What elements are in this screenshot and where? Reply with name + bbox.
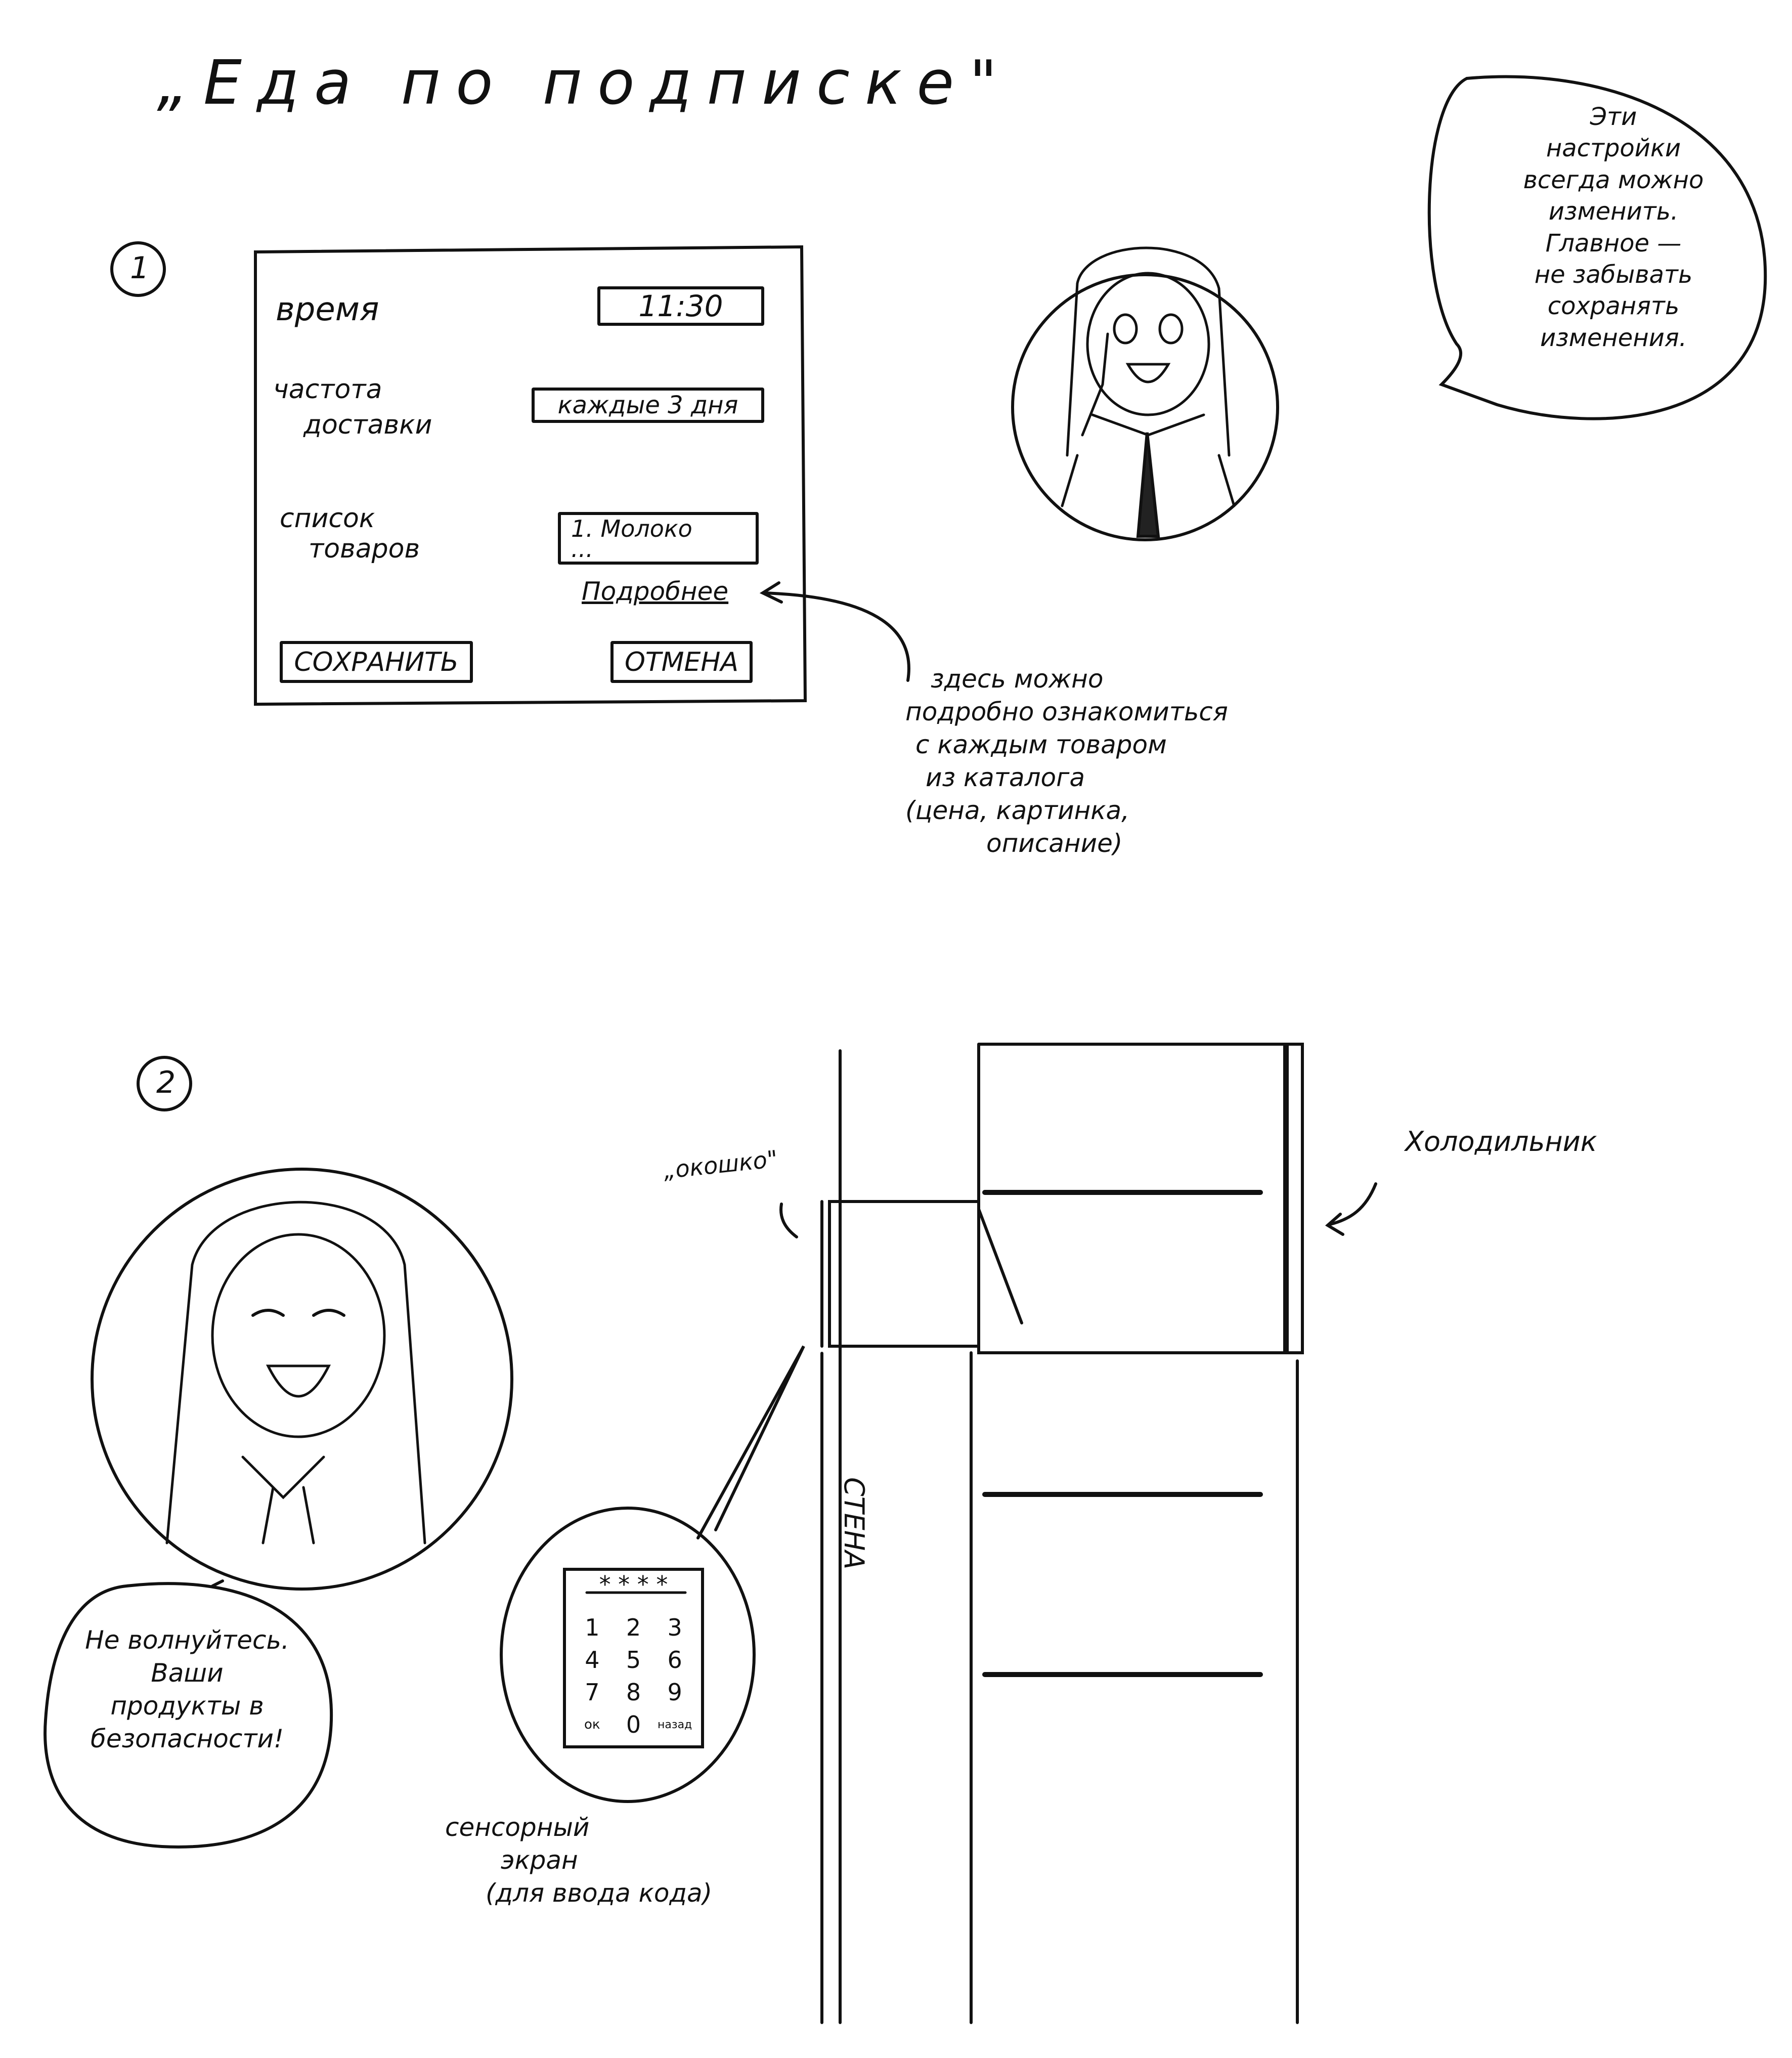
product-list-box[interactable]: 1. Молоко ...	[558, 512, 759, 565]
window-opening	[820, 1200, 980, 1348]
callout-pointer	[696, 1345, 805, 1539]
page-title: „Еда по подписке"	[157, 48, 1013, 118]
fridge-label: Холодильник	[1405, 1126, 1597, 1157]
speech-line: Эти	[1590, 103, 1637, 131]
section-2-number: 2	[156, 1065, 176, 1100]
speech-line: изменить.	[1548, 197, 1679, 226]
form-frame	[254, 245, 807, 706]
section-2-circle	[137, 1056, 192, 1111]
touchscreen-label-line: сенсорный	[445, 1813, 590, 1842]
speech-line: всегда можно	[1523, 165, 1704, 194]
window-door	[977, 1208, 1023, 1324]
speech-line: изменения.	[1540, 323, 1687, 352]
speech-line: Ваши	[151, 1658, 224, 1688]
keypad-key-0[interactable]: 0	[626, 1711, 641, 1738]
wall-label: СТЕНА	[838, 1477, 870, 1570]
keypad-grid: 1 2 3 4 5 6 7 8 9 ок 0 назад	[572, 1614, 695, 1739]
window-arrow	[779, 1203, 798, 1238]
frequency-label-line2: доставки	[303, 410, 432, 440]
frequency-select[interactable]: каждые 3 дня	[532, 388, 764, 423]
keypad-key-5[interactable]: 5	[626, 1646, 641, 1674]
keypad-key-1[interactable]: 1	[585, 1614, 600, 1641]
section-1-number: 1	[130, 250, 150, 286]
speech-bubble-2	[43, 1582, 333, 1849]
wall	[820, 1049, 842, 2024]
keypad-key-4[interactable]: 4	[585, 1646, 600, 1674]
fridge	[970, 1043, 1304, 2024]
frequency-label-line1: частота	[273, 374, 382, 405]
product-list-item: 1. Молоко	[571, 515, 692, 542]
speech-line: Не волнуйтесь.	[85, 1625, 289, 1655]
product-list-label-line1: список	[280, 503, 375, 534]
speech-bubble-1	[1427, 75, 1767, 420]
time-input[interactable]: 11:30	[597, 286, 764, 326]
save-button[interactable]: СОХРАНИТЬ	[280, 641, 473, 683]
character-portrait-pointing	[1011, 246, 1279, 541]
keypad-back-button[interactable]: назад	[658, 1719, 692, 1731]
keypad-key-2[interactable]: 2	[626, 1614, 641, 1641]
details-annotation: здесь можно подробно ознакомиться с кажд…	[905, 663, 1228, 860]
touchscreen-label-line: экран	[501, 1846, 578, 1875]
product-list-more: ...	[571, 535, 593, 563]
keypad-display: * * * *	[599, 1571, 668, 1598]
speech-text-1: Эти настройки всегда можно изменить. Гла…	[1482, 101, 1745, 354]
fridge-arrow	[1329, 1182, 1377, 1226]
cancel-button[interactable]: ОТМЕНА	[610, 641, 753, 683]
annotation-line: из каталога	[926, 763, 1085, 792]
annotation-line: подробно ознакомиться	[905, 697, 1228, 726]
character-portrait-happy	[91, 1168, 513, 1591]
speech-line: не забывать	[1534, 260, 1693, 289]
keypad-key-8[interactable]: 8	[626, 1679, 641, 1706]
details-link[interactable]: Подробнее	[582, 577, 729, 606]
keypad-key-7[interactable]: 7	[585, 1679, 600, 1706]
arrowhead-icon	[759, 581, 783, 604]
arrowhead-icon	[1325, 1213, 1344, 1236]
section-1-circle	[110, 241, 166, 297]
speech-line: Главное —	[1545, 229, 1682, 258]
annotation-line: описание)	[986, 829, 1123, 858]
touchscreen-label: сенсорный экран (для ввода кода)	[445, 1811, 712, 1910]
speech-line: продукты в	[110, 1691, 264, 1721]
details-arrow	[762, 591, 910, 682]
touchscreen-label-line: (для ввода кода)	[486, 1878, 713, 1908]
speech-text-2: Не волнуйтесь. Ваши продукты в безопасно…	[51, 1624, 324, 1755]
speech-line: сохранять	[1547, 292, 1680, 321]
keypad-frame	[563, 1568, 704, 1748]
keypad-ok-button[interactable]: ок	[584, 1717, 600, 1732]
annotation-line: с каждым товаром	[915, 730, 1167, 759]
touchscreen-callout	[500, 1507, 756, 1803]
speech-line: настройки	[1546, 134, 1681, 163]
product-list-label-line2: товаров	[309, 534, 420, 564]
keypad-key-9[interactable]: 9	[667, 1679, 682, 1706]
annotation-line: здесь можно	[931, 664, 1104, 694]
time-label: время	[276, 291, 379, 328]
keypad-key-6[interactable]: 6	[667, 1646, 682, 1674]
speech-line: безопасности!	[90, 1724, 284, 1753]
annotation-line: (цена, картинка,	[905, 796, 1130, 825]
keypad-key-3[interactable]: 3	[667, 1614, 682, 1641]
